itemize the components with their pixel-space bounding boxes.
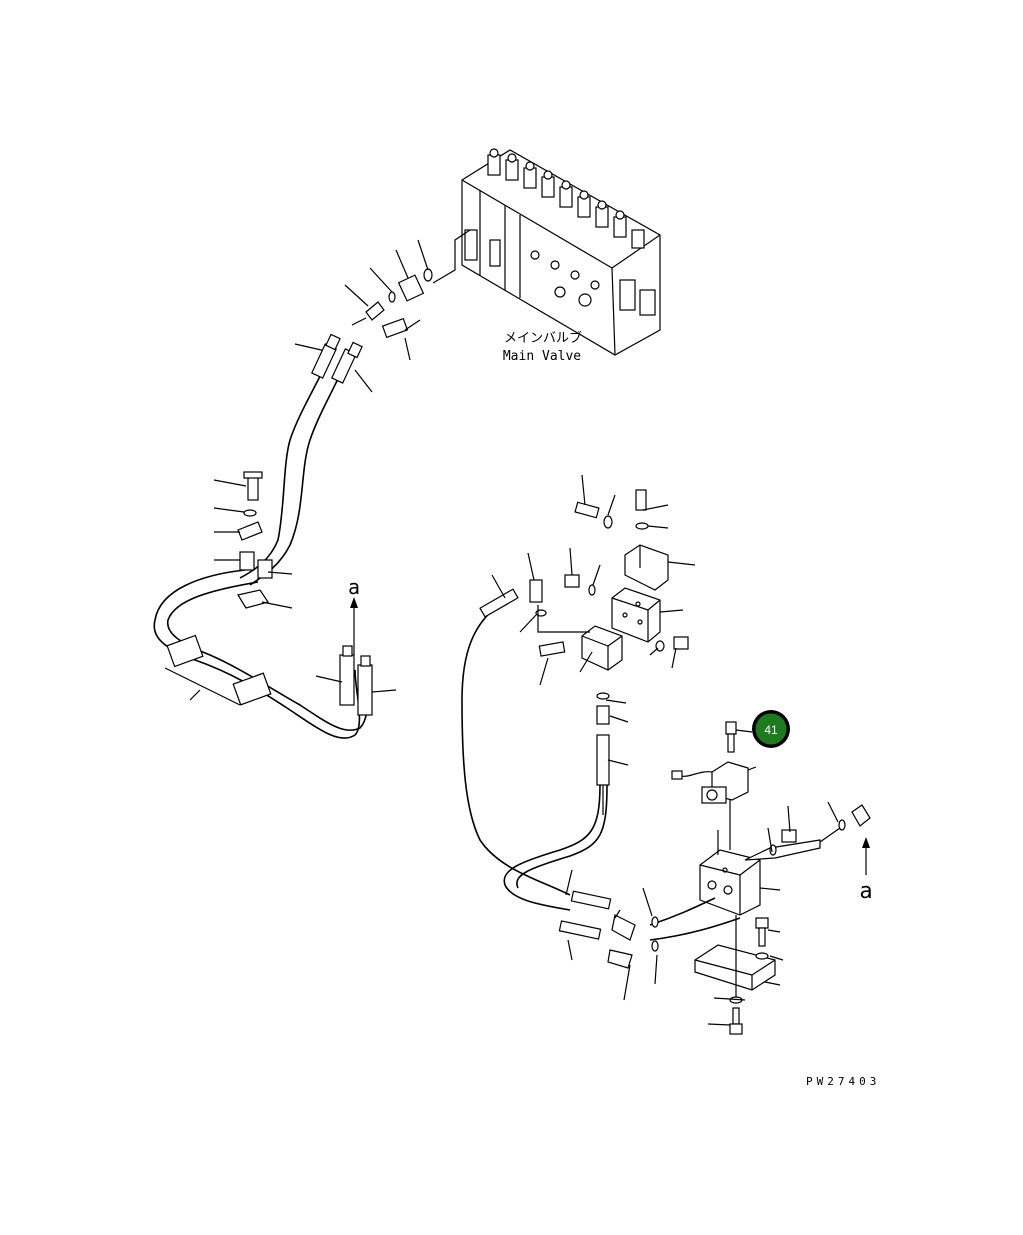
center-valve-blocks <box>461 474 696 911</box>
callout-41-badge <box>755 713 787 745</box>
callout-41[interactable]: 41 <box>752 710 790 748</box>
main-valve-label-jp: メインバルブ <box>504 330 582 346</box>
left-hose-assembly <box>153 333 397 739</box>
arrow-a-right-label: a <box>859 879 872 904</box>
valve-fittings <box>294 239 433 393</box>
main-valve-label-en: Main Valve <box>503 349 581 364</box>
solenoid-valve-assembly <box>558 721 871 1035</box>
main-valve-drawing <box>432 148 661 356</box>
drawing-code: PW27403 <box>806 1075 880 1088</box>
callout-41-number: 41 <box>764 723 778 737</box>
arrow-a-left-label: a <box>348 575 360 599</box>
